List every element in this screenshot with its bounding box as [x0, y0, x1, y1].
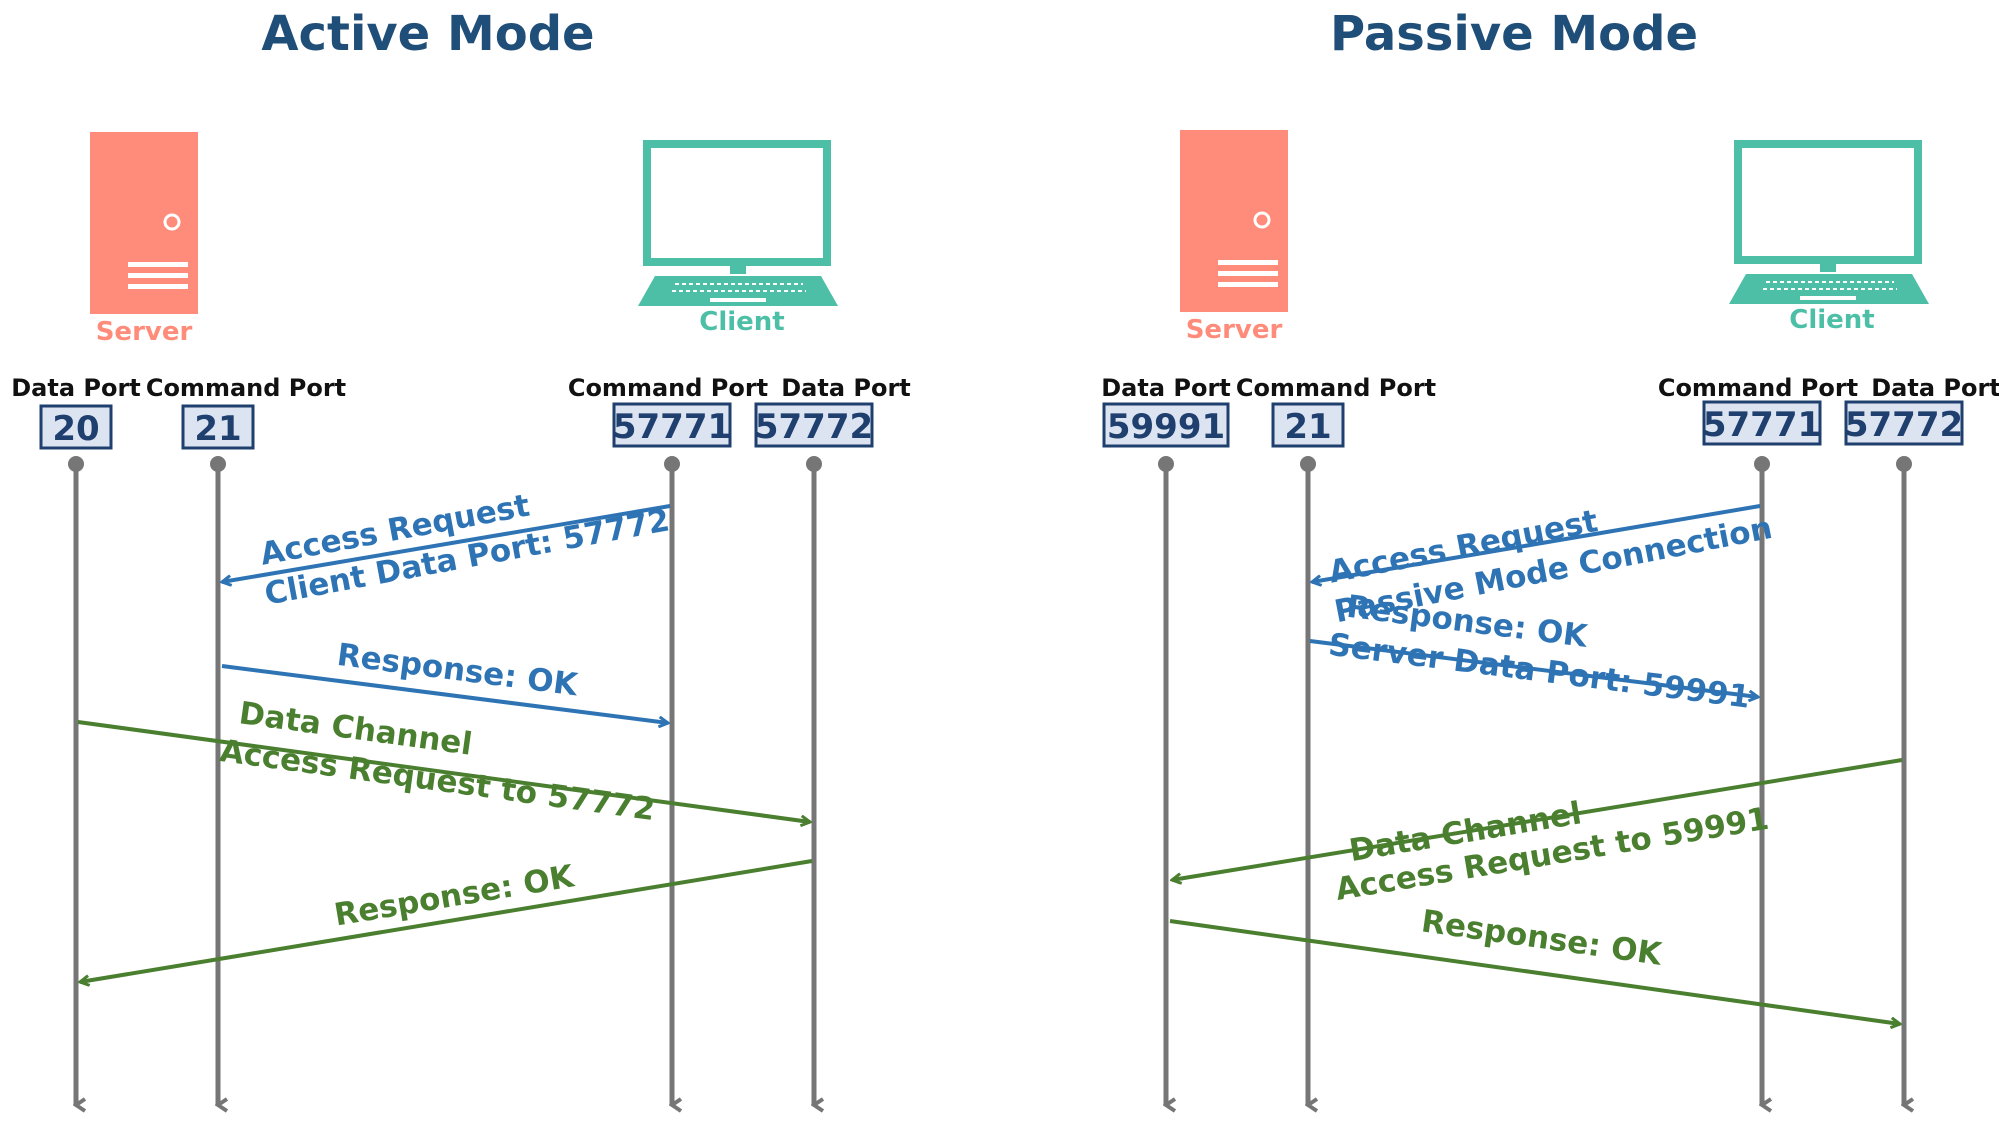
passive-server-label: Server: [1186, 315, 1283, 345]
passive-port-57772-number: 57772: [1845, 405, 1963, 445]
active-lifelines: [68, 456, 822, 1105]
active-client-icon: [638, 140, 838, 306]
passive-server-icon: [1180, 130, 1288, 312]
passive-mode-panel: Passive Mode Server Client Data Port Com…: [1101, 6, 1999, 1105]
active-client-data-port-label: Data Port: [781, 374, 911, 402]
passive-port-59991-box: 59991: [1102, 402, 1230, 448]
passive-mode-title: Passive Mode: [1330, 6, 1698, 62]
active-response-ok-label: Response: OK: [335, 637, 581, 704]
active-client-label: Client: [699, 307, 784, 337]
active-port-21-number: 21: [194, 409, 241, 449]
active-mode-title: Active Mode: [261, 6, 594, 62]
passive-client-label: Client: [1789, 305, 1874, 335]
passive-port-57772-box: 57772: [1844, 400, 1964, 446]
passive-port-57771-number: 57771: [1703, 405, 1821, 445]
active-port-21-box: 21: [181, 404, 255, 450]
passive-access-request-arrow: [1312, 504, 1761, 582]
passive-lifelines: [1158, 456, 1912, 1105]
active-data-response-label: Response: OK: [332, 858, 578, 933]
passive-server-command-port-label: Command Port: [1236, 374, 1436, 402]
passive-port-21-box: 21: [1271, 402, 1345, 448]
active-client-command-port-label: Command Port: [568, 374, 768, 402]
passive-client-icon: [1729, 140, 1929, 304]
passive-data-response-arrow: [1169, 919, 1900, 1024]
active-response-ok-arrow: [221, 664, 668, 723]
active-port-20-box: 20: [39, 404, 113, 450]
passive-server-data-port-label: Data Port: [1101, 374, 1231, 402]
active-data-channel-arrow: [77, 720, 810, 822]
active-port-20-number: 20: [52, 409, 99, 449]
active-port-57772-box: 57772: [754, 402, 874, 448]
active-port-57771-number: 57771: [613, 407, 731, 447]
active-mode-panel: Active Mode Server Client Data Port Comm…: [11, 6, 911, 1105]
active-server-icon: [90, 132, 198, 314]
passive-response-ok-arrow: [1309, 639, 1758, 697]
passive-port-59991-number: 59991: [1107, 407, 1225, 447]
active-server-label: Server: [96, 317, 193, 347]
active-access-request-arrow: [222, 504, 671, 582]
active-port-57772-number: 57772: [755, 407, 873, 447]
passive-client-data-port-label: Data Port: [1871, 374, 1999, 402]
active-data-response-arrow: [80, 859, 813, 982]
passive-port-21-number: 21: [1284, 407, 1331, 447]
active-port-57771-box: 57771: [612, 402, 732, 448]
passive-port-57771-box: 57771: [1702, 400, 1822, 446]
passive-client-command-port-label: Command Port: [1658, 374, 1858, 402]
passive-data-channel-arrow: [1172, 758, 1903, 880]
active-server-data-port-label: Data Port: [11, 374, 141, 402]
active-server-command-port-label: Command Port: [146, 374, 346, 402]
